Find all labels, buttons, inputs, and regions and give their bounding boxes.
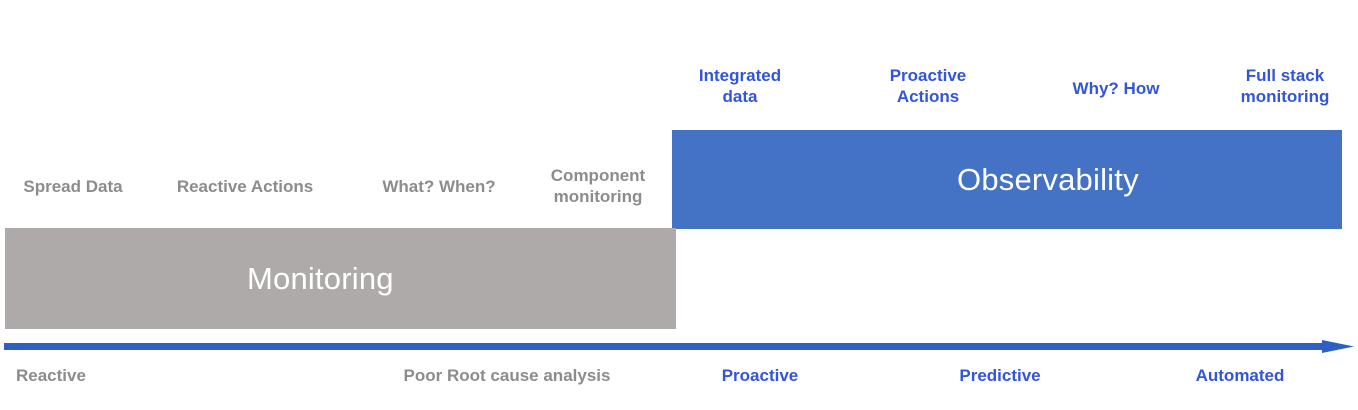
observability-bar-label: Observability: [957, 161, 1139, 197]
callout-full-stack-monitoring: Full stack monitoring: [1240, 66, 1330, 107]
axis-label-predictive: Predictive: [959, 366, 1041, 385]
axis-label-reactive: Reactive: [16, 366, 86, 385]
axis-label-proactive: Proactive: [721, 366, 799, 385]
callout-reactive-actions: Reactive Actions: [176, 177, 314, 196]
monitoring-bar-label: Monitoring: [247, 260, 394, 296]
maturity-axis-arrow: [4, 340, 1354, 354]
callout-integrated-data: Integrated data: [698, 66, 782, 107]
axis-label-poor-root-cause-analysis: Poor Root cause analysis: [403, 366, 611, 385]
callout-why-how: Why? How: [1072, 79, 1160, 98]
callout-proactive-actions: Proactive Actions: [889, 66, 967, 107]
monitoring-bar: Monitoring: [5, 228, 676, 329]
observability-bar: Observability: [672, 130, 1342, 229]
axis-label-automated: Automated: [1195, 366, 1285, 385]
callout-what-when: What? When?: [382, 177, 496, 196]
callout-component-monitoring: Component monitoring: [550, 166, 646, 207]
axis-arrow-icon: [4, 340, 1354, 353]
callout-spread-data: Spread Data: [23, 177, 123, 196]
